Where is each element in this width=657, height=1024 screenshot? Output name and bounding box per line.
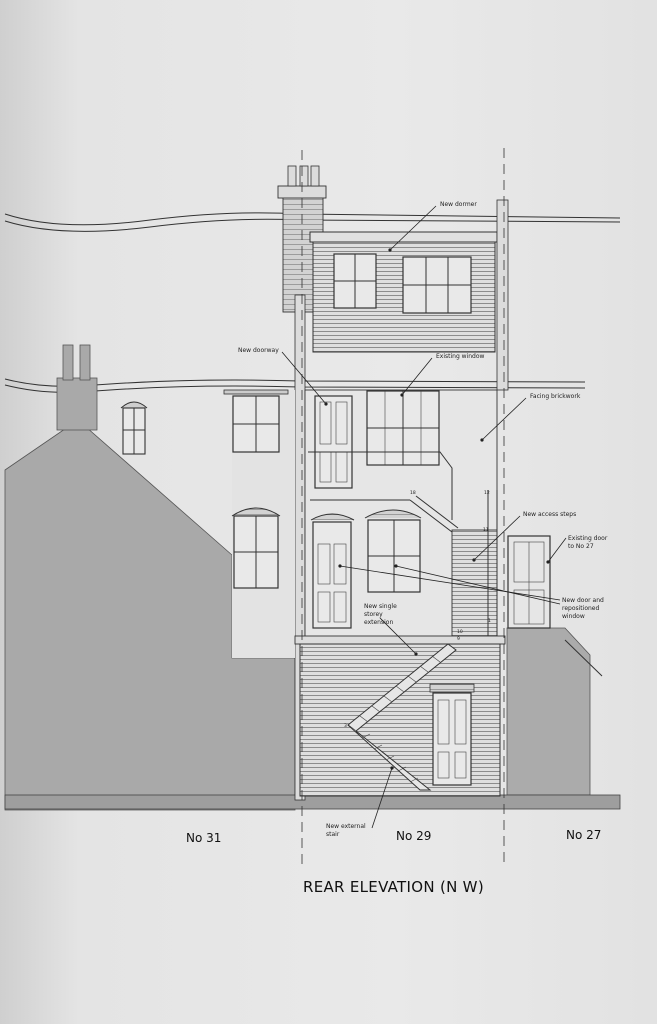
- neighbour-chimney: [56, 377, 98, 431]
- dormer-window-right: [402, 256, 472, 314]
- dormer-window-left: [333, 253, 377, 309]
- stair-tick-3: 3: [344, 723, 347, 729]
- leader-dot-doorway: [324, 402, 328, 406]
- ground-strip: [4, 794, 621, 810]
- extension-door: [429, 683, 475, 786]
- label-new-access-steps: New access steps: [523, 511, 576, 518]
- label-new-dormer: New dormer: [440, 201, 477, 208]
- lot-label-no27: No 27: [566, 828, 601, 842]
- stair-tick-12: 12: [484, 490, 490, 496]
- leader-dot-existing-window: [400, 393, 404, 397]
- label-existing-door-2: to No 27: [568, 543, 594, 550]
- label-new-external-2: stair: [326, 831, 340, 838]
- label-new-door-3: window: [562, 613, 585, 620]
- chimney-pot-c: [310, 165, 320, 187]
- lower-roof-line-2: [4, 384, 586, 393]
- stair-tick-9: 9: [457, 636, 460, 642]
- leader-dot-stair: [390, 766, 394, 770]
- new-access-steps: [409, 490, 498, 640]
- stair-tick-1: 1: [488, 618, 491, 624]
- extension-parapet: [294, 635, 506, 645]
- external-stair: [347, 643, 457, 791]
- upper-roof-line-2: [4, 218, 621, 232]
- label-new-doorway: New doorway: [238, 347, 279, 354]
- label-new-single-2: storey: [364, 611, 383, 618]
- leader-dot-extension: [414, 652, 418, 656]
- lower-roof-line: [4, 378, 586, 387]
- leader-dot-new-door: [338, 564, 342, 568]
- drawing-title: REAR ELEVATION (N W): [303, 878, 484, 896]
- lot-label-no31: No 31: [186, 831, 221, 845]
- new-doorway-upper: [314, 395, 353, 489]
- existing-door-no27: [507, 535, 551, 629]
- no31-top-window: [223, 389, 289, 453]
- leader-dot-brickwork: [480, 438, 484, 442]
- label-existing-door-1: Existing door: [568, 535, 608, 542]
- stair-tick-10: 10: [457, 629, 463, 635]
- label-new-single-3: extension: [364, 619, 393, 626]
- new-door-lower: [310, 513, 355, 629]
- right-downpipe: [496, 199, 509, 391]
- neighbour-no27-mass: [506, 627, 591, 796]
- no31-small-window: [120, 401, 148, 455]
- label-new-single-1: New single: [364, 603, 397, 610]
- stair-tick-18: 18: [410, 490, 416, 496]
- label-new-external-1: New external: [326, 823, 366, 830]
- stair-tick-11: 11: [483, 527, 489, 533]
- chimney-pot-2: [79, 344, 91, 381]
- label-new-door-1: New door and: [562, 597, 604, 604]
- existing-window-upper: [366, 390, 440, 466]
- chimney-pot-1: [62, 344, 74, 381]
- chimney-pot-b: [299, 165, 309, 187]
- leader-dot-dormer: [388, 248, 392, 252]
- upper-roof-line: [4, 212, 621, 226]
- label-new-door-2: repositioned: [562, 605, 599, 612]
- repositioned-window: [364, 509, 422, 593]
- chimney-pot-a: [287, 165, 297, 187]
- no31-middle-window: [231, 507, 281, 589]
- balcony-rail: [308, 451, 453, 520]
- leader-dot-existing-door: [546, 560, 550, 564]
- leader-dot-window: [394, 564, 398, 568]
- label-existing-window: Existing window: [436, 353, 485, 360]
- lot-label-no29: No 29: [396, 829, 431, 843]
- leader-dot-steps: [472, 558, 476, 562]
- leader-lines: [281, 205, 567, 829]
- no27-roof-edge: [564, 639, 603, 677]
- label-facing-brickwork: Facing brickwork: [530, 393, 581, 400]
